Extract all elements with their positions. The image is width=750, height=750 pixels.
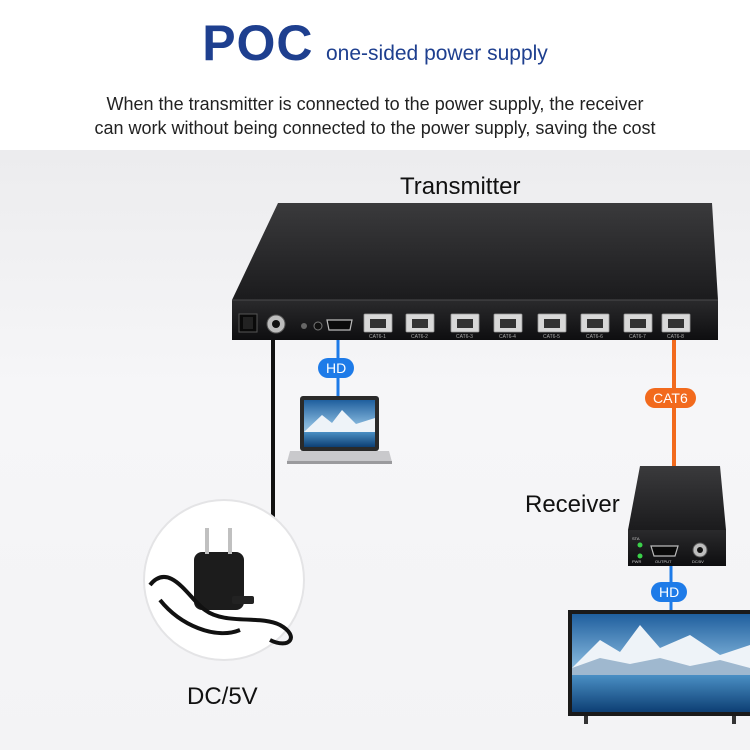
title-row: POC one-sided power supply bbox=[0, 14, 750, 72]
hd-tag-left: HD bbox=[318, 358, 355, 378]
receiver-output-label: OUTPUT bbox=[655, 559, 672, 564]
laptop-icon bbox=[287, 396, 392, 464]
port-label: CAT6-8 bbox=[667, 334, 684, 340]
transmitter-device: CAT6-1 CAT6-2 CAT6-3 CAT6-4 CAT6-5 CAT6-… bbox=[232, 203, 718, 340]
page-title: POC bbox=[202, 15, 314, 71]
port-label: CAT6-6 bbox=[586, 334, 603, 340]
cat6-tag: CAT6 bbox=[645, 388, 696, 408]
transmitter-label: Transmitter bbox=[400, 173, 521, 200]
tv-icon bbox=[568, 610, 750, 724]
hd-tag-right: HD bbox=[651, 582, 688, 602]
port-label: CAT6-4 bbox=[499, 334, 516, 340]
receiver-pwr-label: PWR bbox=[632, 559, 641, 564]
power-label: DC/5V bbox=[187, 683, 258, 710]
power-adapter-icon bbox=[143, 499, 305, 661]
receiver-dc-label: DC/5V bbox=[692, 559, 704, 564]
receiver-device: STA PWR OUTPUT DC/5V bbox=[628, 466, 726, 566]
description-line-1: When the transmitter is connected to the… bbox=[106, 94, 644, 114]
port-label: CAT6-1 bbox=[369, 334, 386, 340]
port-label: CAT6-7 bbox=[629, 334, 646, 340]
description-line-2: can work without being connected to the … bbox=[94, 118, 656, 138]
page-subtitle: one-sided power supply bbox=[326, 42, 548, 65]
receiver-sta-label: STA bbox=[632, 536, 640, 541]
receiver-label: Receiver bbox=[525, 491, 620, 518]
port-label: CAT6-3 bbox=[456, 334, 473, 340]
port-label: CAT6-2 bbox=[411, 334, 428, 340]
port-label: CAT6-5 bbox=[543, 334, 560, 340]
